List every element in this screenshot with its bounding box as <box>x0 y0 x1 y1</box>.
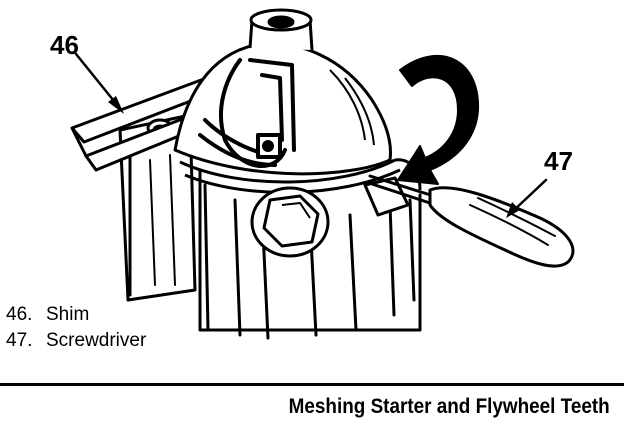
callout-number-47: 47 <box>544 146 573 176</box>
legend-label: Shim <box>46 304 90 325</box>
callout-leaders <box>74 52 548 214</box>
parts-legend: 46. Shim 47. Screwdriver <box>6 302 146 354</box>
figure-caption: Meshing Starter and Flywheel Teeth <box>288 395 610 418</box>
solenoid-dome <box>173 8 392 176</box>
legend-item-shim: 46. Shim <box>6 302 146 328</box>
rotation-arrow <box>397 54 480 185</box>
legend-item-screwdriver: 47. Screwdriver <box>6 328 146 354</box>
arrowhead-47 <box>506 202 520 218</box>
arrowhead-46 <box>108 96 124 114</box>
legend-number: 46. <box>6 304 33 325</box>
leader-47 <box>510 178 548 214</box>
callout-arrowheads <box>108 96 520 218</box>
legend-number: 47. <box>6 330 33 351</box>
callout-number-46: 46 <box>50 30 79 60</box>
linkage-lever <box>198 58 296 168</box>
leader-46 <box>74 52 120 108</box>
screwdriver <box>368 174 575 268</box>
mounting-bolt <box>250 186 330 258</box>
legend-label: Screwdriver <box>46 330 147 351</box>
caption-divider <box>0 383 624 386</box>
